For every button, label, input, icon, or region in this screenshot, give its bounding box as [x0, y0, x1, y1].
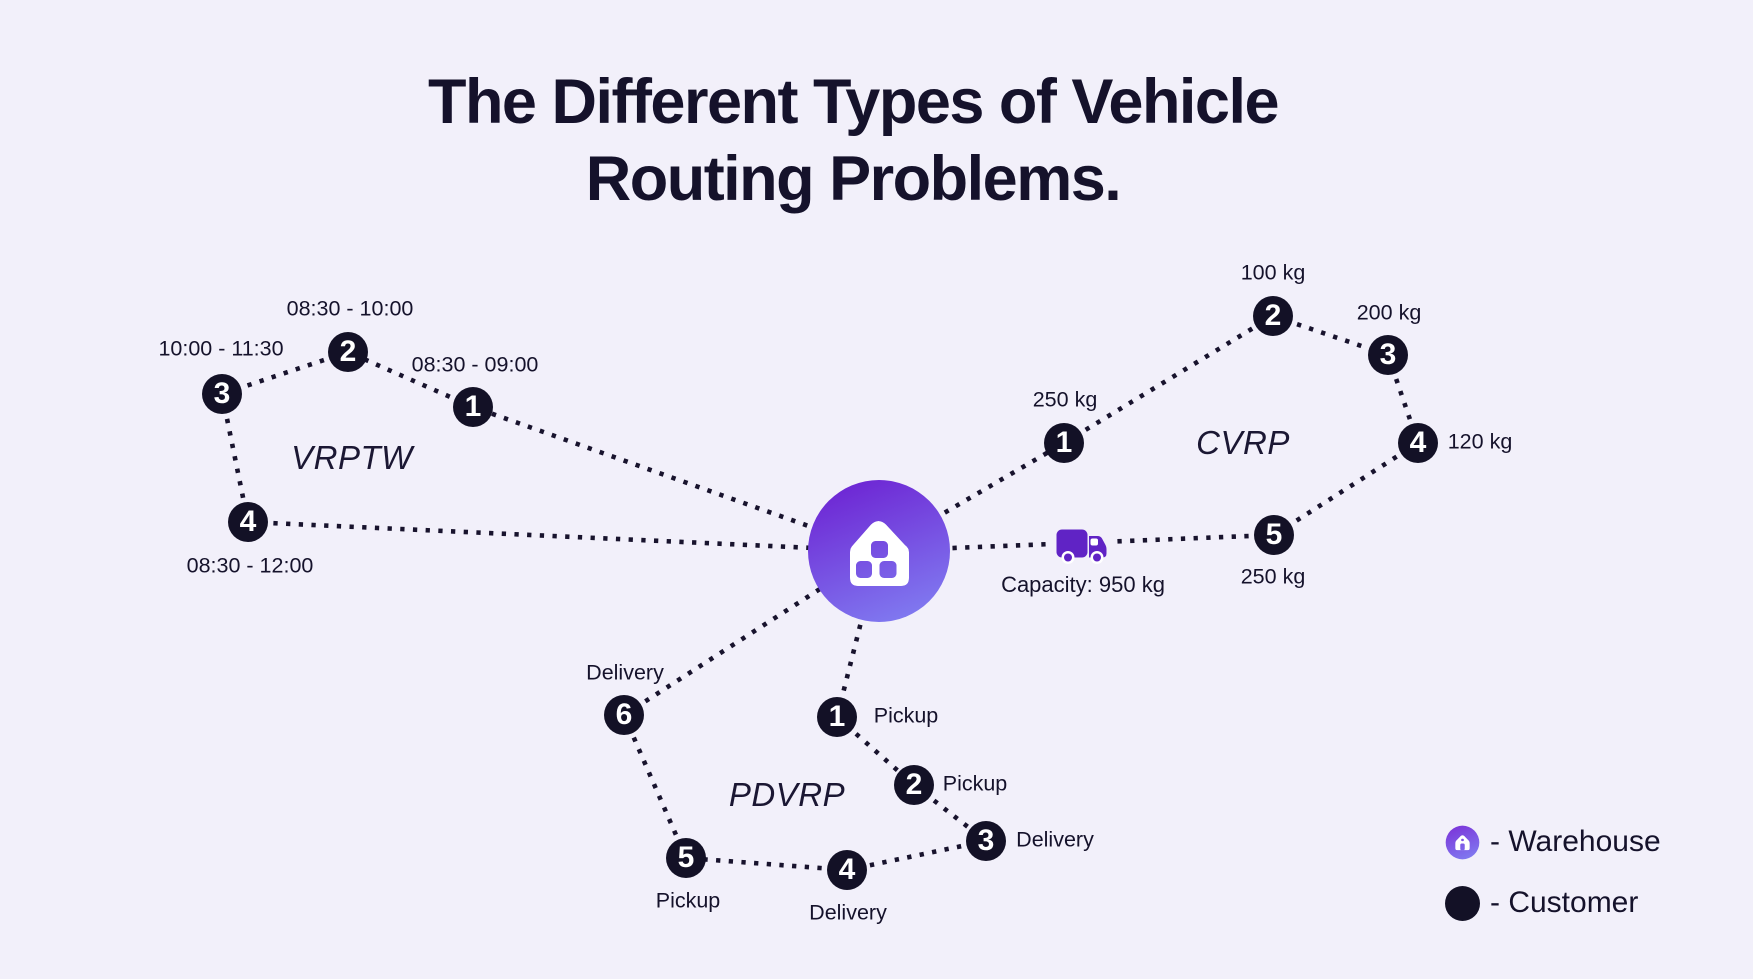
house-icon [850, 521, 909, 586]
cvrp-route [877, 313, 1421, 554]
cvrp-node-1-demand: 250 kg [1032, 387, 1098, 412]
pdvrp-node-5: 5 [666, 838, 706, 878]
pdvrp-node-6: 6 [604, 695, 644, 735]
page-title: The Different Types of Vehicle Routing P… [0, 64, 1706, 218]
pdvrp-node-1-type: Pickup [873, 703, 939, 728]
pdvrp-node-1: 1 [817, 697, 857, 737]
customer-icon [1445, 885, 1480, 921]
cvrp-node-1: 1 [1044, 423, 1084, 463]
cvrp-node-4-demand: 120 kg [1447, 429, 1513, 454]
cluster-label-pdvrp: PDVRP [728, 776, 846, 813]
truck-icon [1048, 526, 1110, 564]
cvrp-node-2-demand: 100 kg [1240, 260, 1306, 285]
cvrp-node-5: 5 [1254, 515, 1294, 555]
pdvrp-node-4-type: Delivery [809, 900, 887, 925]
legend-item-customer: - Customer [1445, 885, 1661, 921]
vrptw-node-4-timewindow: 08:30 - 12:00 [186, 553, 314, 578]
vehicle [1046, 520, 1112, 564]
vrptw-node-4: 4 [228, 502, 268, 542]
vehicle-capacity-label: Capacity: 950 kg [1001, 572, 1165, 597]
vrptw-node-3-timewindow: 10:00 - 11:30 [158, 336, 284, 361]
pdvrp-node-3-type: Delivery [1016, 827, 1094, 852]
pdvrp-node-2-type: Pickup [942, 771, 1008, 796]
cvrp-node-3: 3 [1368, 335, 1408, 375]
page-title-line1: The Different Types of Vehicle [427, 67, 1280, 137]
cvrp-node-4: 4 [1398, 423, 1438, 463]
vrptw-node-1: 1 [453, 387, 493, 427]
vrptw-node-3: 3 [202, 374, 242, 414]
cvrp-node-5-demand: 250 kg [1240, 564, 1306, 589]
legend-item-warehouse: - Warehouse [1445, 824, 1661, 860]
vrptw-node-2-timewindow: 08:30 - 10:00 [286, 296, 414, 321]
pdvrp-node-5-type: Pickup [655, 888, 721, 913]
pdvrp-node-3: 3 [966, 821, 1006, 861]
pdvrp-node-6-type: Delivery [586, 660, 664, 685]
warehouse-icon [808, 480, 950, 622]
pdvrp-node-4: 4 [827, 850, 867, 890]
warehouse-icon [1445, 825, 1480, 859]
legend: - Warehouse - Customer [1445, 824, 1661, 946]
pdvrp-node-2: 2 [894, 765, 934, 805]
warehouse-node [804, 476, 954, 626]
cluster-label-cvrp: CVRP [1196, 424, 1290, 461]
house-icon [1455, 834, 1470, 850]
cvrp-node-3-demand: 200 kg [1356, 300, 1422, 325]
page-title-line2: Routing Problems. [585, 144, 1122, 214]
cvrp-node-2: 2 [1253, 296, 1293, 336]
cluster-label-vrptw: VRPTW [291, 439, 413, 476]
legend-label-customer: - Customer [1490, 886, 1639, 919]
vrptw-node-1-timewindow: 08:30 - 09:00 [411, 352, 539, 377]
vrptw-node-2: 2 [328, 332, 368, 372]
vrptw-route [219, 349, 880, 554]
legend-label-warehouse: - Warehouse [1490, 825, 1661, 858]
